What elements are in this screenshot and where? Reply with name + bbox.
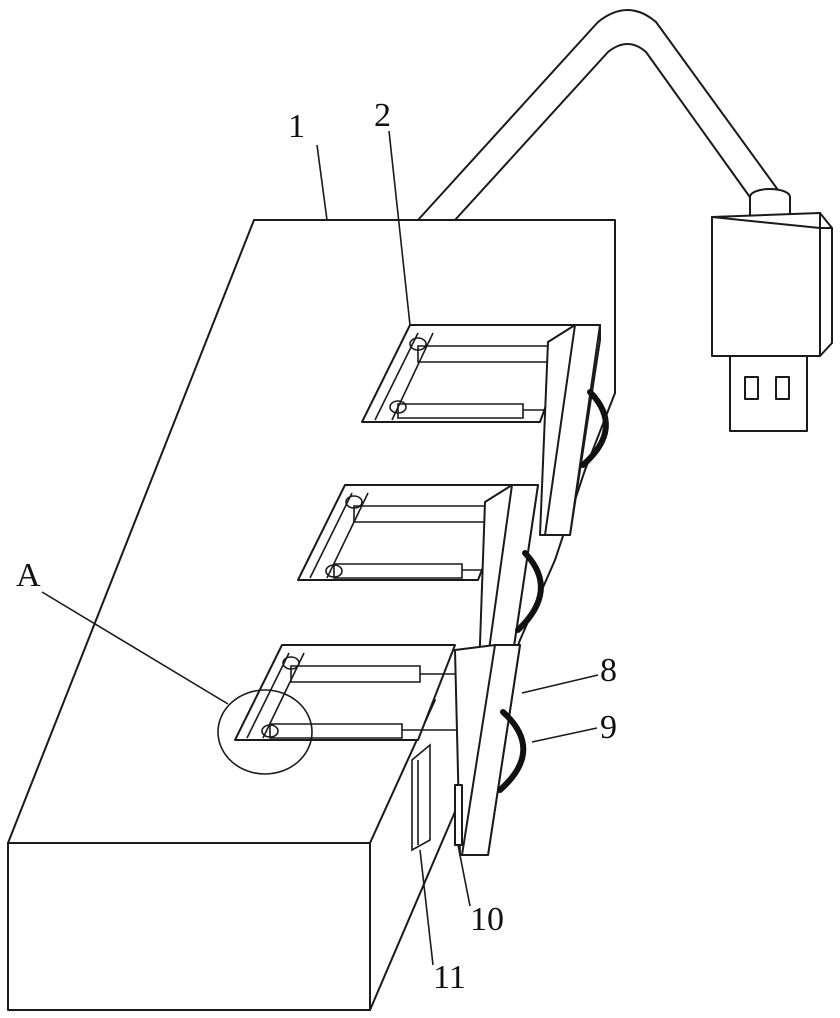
cable xyxy=(418,10,778,220)
label-10: 10 xyxy=(470,901,504,938)
label-11: 11 xyxy=(433,959,466,996)
label-9: 9 xyxy=(600,709,617,746)
usb-plug xyxy=(712,189,832,431)
label-8: 8 xyxy=(600,652,617,689)
label-2: 2 xyxy=(374,97,391,134)
label-a: A xyxy=(16,557,41,594)
label-1: 1 xyxy=(288,108,305,145)
